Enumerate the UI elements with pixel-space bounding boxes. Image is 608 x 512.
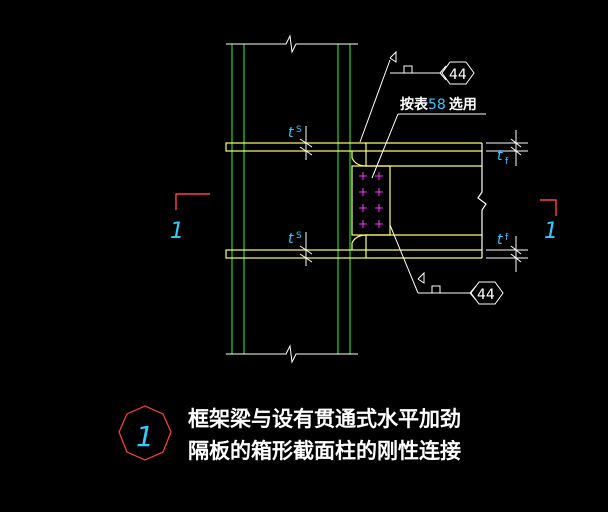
section-mark-left <box>175 193 210 210</box>
weld-bottom-number: 44 <box>477 287 495 303</box>
tf-bottom-sub: f <box>505 233 509 243</box>
bolt-mark <box>375 172 383 180</box>
ts-top-tick-2 <box>299 146 313 156</box>
weld-callout-bottom <box>389 224 504 305</box>
top-break-line <box>226 34 358 54</box>
weld-callout-top <box>359 50 475 143</box>
weld-top-number: 44 <box>449 67 467 83</box>
beam <box>225 142 487 259</box>
bolt-mark <box>375 204 383 212</box>
note-number: 58 <box>428 97 446 113</box>
ts-bottom-sub: S <box>296 231 302 241</box>
weld-top-symbol <box>403 65 413 73</box>
tf-dimensions <box>486 130 528 272</box>
weld-bottom-leader <box>389 224 419 294</box>
ts-bottom-tick-2 <box>299 253 313 263</box>
tf-top-sub: f <box>505 157 509 167</box>
bottom-diaphragm <box>225 249 367 259</box>
note-suffix: 选用 <box>449 96 477 113</box>
bottom-weld-access-hole <box>351 234 367 250</box>
bolt-mark <box>375 220 383 228</box>
weld-top-leader <box>359 59 391 143</box>
title-number: 1 <box>136 420 154 453</box>
box-column <box>231 44 351 354</box>
section-label-right: 1 <box>544 219 558 244</box>
title-line-2: 隔板的箱形截面柱的刚性连接 <box>188 439 461 463</box>
tf-bottom-label: t <box>497 232 503 248</box>
title-number-polygon <box>118 405 172 461</box>
tf-top-tick-2 <box>510 146 522 156</box>
tf-bottom-tick-1 <box>510 245 522 255</box>
tf-bottom-tick-2 <box>510 253 522 263</box>
weld-bottom-flag <box>417 271 425 284</box>
break-lines <box>226 34 358 364</box>
ts-dimensions <box>299 126 313 266</box>
weld-top-flag <box>389 50 397 63</box>
bolt-group <box>359 172 383 228</box>
bolt-mark <box>359 172 367 180</box>
ts-top-tick-1 <box>299 138 313 148</box>
section-label-left: 1 <box>170 219 184 244</box>
bolt-mark <box>359 188 367 196</box>
weld-bottom-hexagon <box>470 281 504 305</box>
weld-bottom-symbol <box>431 285 441 293</box>
top-diaphragm <box>225 142 367 152</box>
ts-top-sub: S <box>296 125 302 135</box>
section-marks <box>175 193 557 216</box>
shear-plate <box>351 165 391 236</box>
tf-top-label: t <box>497 148 503 164</box>
note-leader <box>371 113 486 179</box>
note-prefix: 按表 <box>400 96 429 113</box>
top-weld-access-hole <box>351 151 367 167</box>
bolt-mark <box>359 204 367 212</box>
title-line-1: 框架梁与设有贯通式水平加劲 <box>188 407 461 431</box>
tf-top-tick-1 <box>510 138 522 148</box>
bottom-break-line <box>226 344 358 364</box>
section-mark-right <box>540 199 557 216</box>
ts-bottom-tick-1 <box>299 245 313 255</box>
beam-end-break-line <box>477 143 487 258</box>
ts-bottom-label: t <box>288 231 294 247</box>
bolt-mark <box>375 188 383 196</box>
bolt-mark <box>359 220 367 228</box>
weld-top-hexagon <box>441 61 475 85</box>
weld-top-tail <box>439 65 447 81</box>
note-leader-line <box>371 113 399 179</box>
ts-top-label: t <box>288 125 294 141</box>
